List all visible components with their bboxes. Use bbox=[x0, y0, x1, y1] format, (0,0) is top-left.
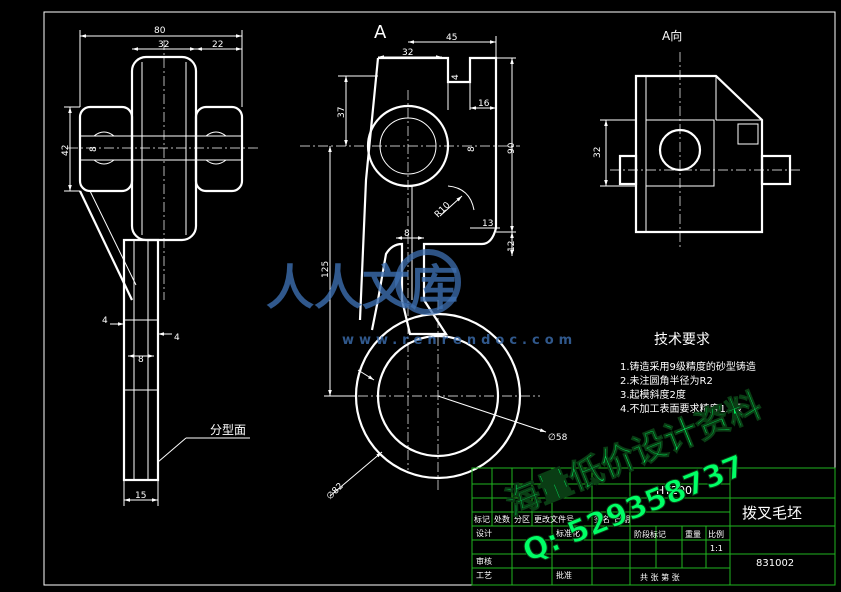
watermark-site-url: www.renrendoc.com bbox=[342, 333, 577, 348]
dim-13: 13 bbox=[482, 219, 493, 229]
dim-8-mid: 8 bbox=[467, 146, 477, 152]
tech-item-4: 4.不加工表面要求精度12级 bbox=[620, 402, 742, 415]
part-name: 拨叉毛坯 bbox=[742, 504, 802, 522]
watermarks: 人人文库 www.renrendoc.com 海量低价设计资料 Q: 52935… bbox=[266, 249, 768, 570]
tech-title: 技术要求 bbox=[654, 332, 710, 348]
watermark-site-name: 人人文库 bbox=[266, 260, 458, 316]
left-view: 80 32 22 42 8 4 4 8 15 分型面 bbox=[61, 26, 258, 506]
watermark-logo-icon bbox=[395, 249, 461, 315]
dim-8-lower: 8 bbox=[138, 355, 144, 365]
tech-item-3: 3.起模斜度2度 bbox=[620, 388, 686, 401]
dim-phi82: ∅82 bbox=[325, 481, 346, 502]
stage-label: 阶段标记 bbox=[634, 529, 666, 539]
dim-16: 16 bbox=[478, 99, 490, 109]
dim-8-web: 8 bbox=[404, 229, 410, 239]
dim-4-right: 4 bbox=[174, 333, 180, 343]
rev-h-count: 处数 bbox=[494, 514, 510, 524]
drawing-number: 831002 bbox=[756, 558, 794, 569]
dim-32-top: 32 bbox=[158, 40, 169, 50]
dim-37: 37 bbox=[337, 107, 347, 118]
main-view: A 32 45 4 37 16 8 90 bbox=[300, 22, 568, 502]
dim-15: 15 bbox=[135, 491, 146, 501]
scale-label: 比例 bbox=[708, 529, 724, 539]
weight-label: 重量 bbox=[685, 529, 701, 539]
tech-item-1: 1.铸造采用9级精度的砂型铸造 bbox=[620, 360, 756, 373]
parting-plane-label: 分型面 bbox=[210, 423, 246, 437]
dim-phi58: ∅58 bbox=[548, 433, 568, 443]
row-design: 设计 bbox=[476, 528, 492, 538]
view-label-a-direction: A向 bbox=[662, 28, 682, 43]
tech-requirements: 技术要求 1.铸造采用9级精度的砂型铸造 2.未注圆角半径为R2 3.起模斜度2… bbox=[620, 332, 756, 415]
rev-h-doc: 更改文件号 bbox=[534, 514, 574, 524]
view-label-a: A bbox=[374, 22, 387, 43]
drawing-frame bbox=[43, 11, 836, 586]
title-block: HT200 拨叉毛坯 831002 标记 处数 分区 更改文件号 签名 日期 设… bbox=[471, 467, 836, 586]
dim-4-left: 4 bbox=[102, 316, 108, 326]
dim-32-mid: 32 bbox=[402, 48, 413, 58]
scale-value: 1:1 bbox=[710, 544, 723, 553]
material: HT200 bbox=[656, 484, 692, 497]
rev-h-date: 日期 bbox=[614, 515, 630, 524]
dim-80: 80 bbox=[154, 26, 166, 36]
rev-h-mark: 标记 bbox=[474, 514, 490, 524]
sheets-label: 共 张 第 张 bbox=[640, 572, 680, 582]
dim-12: 12 bbox=[507, 241, 517, 252]
dim-42: 42 bbox=[61, 145, 71, 156]
dim-22: 22 bbox=[212, 40, 223, 50]
dim-r10: R10 bbox=[433, 200, 453, 220]
row-process: 工艺 bbox=[476, 571, 492, 580]
tech-item-2: 2.未注圆角半径为R2 bbox=[620, 374, 713, 387]
dim-90: 90 bbox=[507, 142, 517, 154]
dim-8-left: 8 bbox=[89, 146, 99, 152]
right-view: A向 32 bbox=[593, 28, 800, 250]
std-label: 标准化 bbox=[556, 528, 580, 538]
approve-label: 批准 bbox=[556, 570, 572, 580]
rev-h-sign: 签名 bbox=[594, 514, 610, 524]
rev-h-zone: 分区 bbox=[514, 515, 530, 524]
dim-125: 125 bbox=[321, 261, 331, 278]
dim-4-mid: 4 bbox=[451, 74, 461, 80]
dim-45: 45 bbox=[446, 33, 457, 43]
dim-32-right: 32 bbox=[593, 147, 603, 158]
row-check: 审核 bbox=[476, 556, 492, 566]
